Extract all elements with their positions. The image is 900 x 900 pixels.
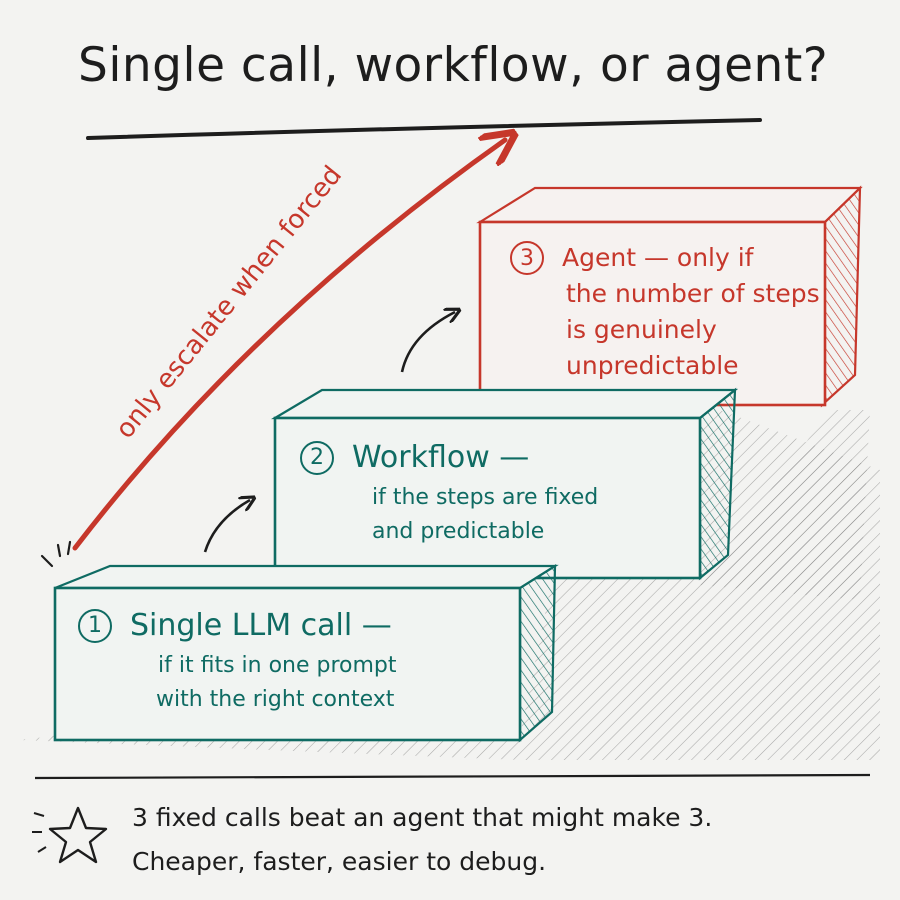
step-detail-line: the number of steps (566, 279, 820, 308)
page-title: Single call, workflow, or agent? (78, 38, 829, 93)
block-workflow (271, 387, 739, 581)
step-number-badge: 1 (78, 608, 112, 643)
step-agent: 3 Agent — only if the number of steps is… (510, 240, 820, 384)
step-arrow-2 (400, 312, 455, 373)
star-icon (32, 806, 108, 864)
step-arrow-1 (203, 500, 250, 553)
escalation-arrow (72, 140, 505, 551)
step-detail-line: is genuinely (566, 315, 717, 344)
step-detail-line: if it fits in one prompt (158, 653, 397, 678)
title-underline (86, 118, 762, 140)
footer-line-1: 3 fixed calls beat an agent that might m… (132, 803, 713, 832)
step-detail-line: and predictable (372, 519, 545, 544)
step-detail-line: with the right context (156, 687, 395, 712)
step-single-call: 1 Single LLM call — if it fits in one pr… (78, 608, 397, 717)
block-single-call (53, 563, 559, 743)
step-detail-line: if the steps are fixed (372, 485, 599, 510)
step-number-badge: 2 (300, 440, 334, 475)
step-heading: Single LLM call — (130, 608, 392, 643)
step-detail-line: unpredictable (566, 351, 739, 380)
step-heading: Agent — only if (562, 243, 754, 272)
start-marks (40, 540, 72, 568)
step-workflow: 2 Workflow — if the steps are fixed and … (300, 440, 598, 549)
step-number-badge: 3 (510, 241, 544, 275)
footer-divider (34, 773, 871, 780)
footer-line-2: Cheaper, faster, easier to debug. (132, 847, 547, 876)
step-heading: Workflow — (352, 440, 530, 475)
footer-note: 3 fixed calls beat an agent that might m… (132, 796, 712, 884)
